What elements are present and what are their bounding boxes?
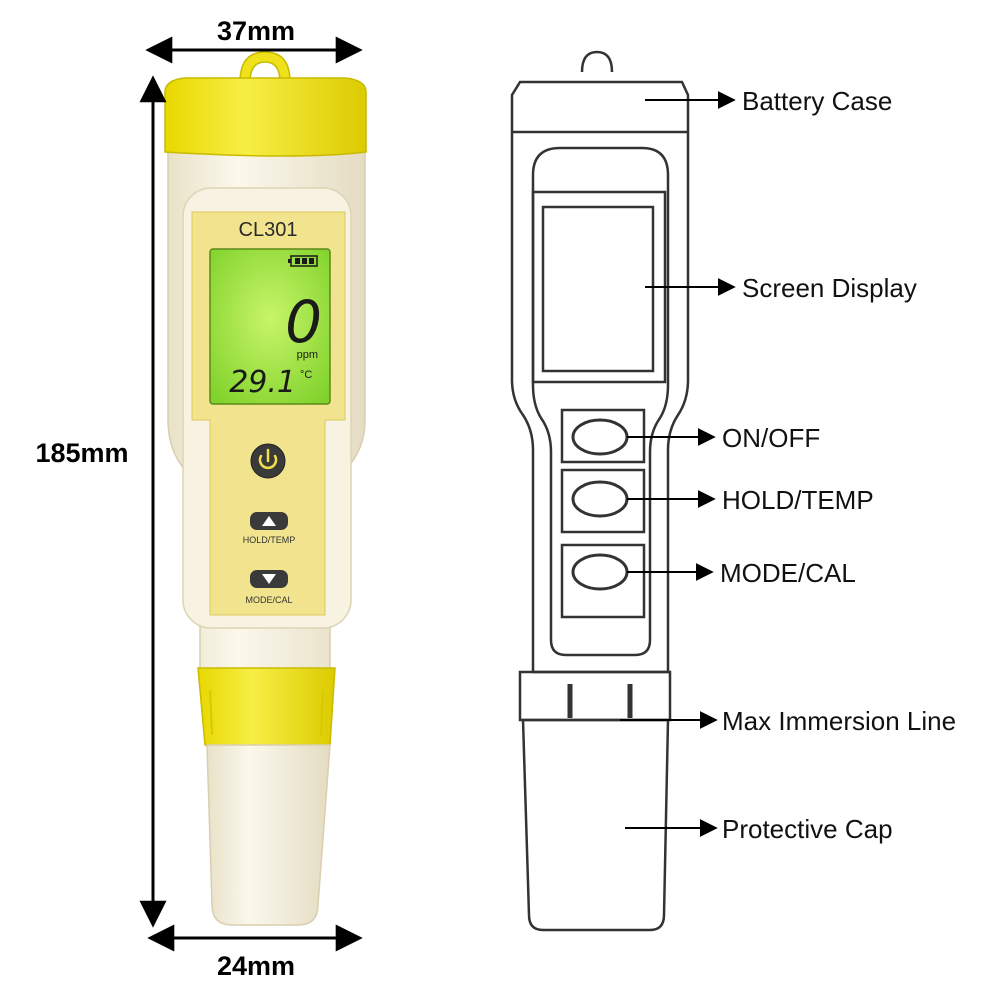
triangle-up-icon [262, 516, 276, 526]
model-label: CL301 [239, 219, 298, 241]
outline-loop [580, 50, 614, 73]
outline-button-hold-temp[interactable] [571, 480, 629, 518]
callout-hold-temp-label: HOLD/TEMP [722, 485, 874, 515]
outline-inner-panel [531, 146, 670, 657]
callout-on-off-label: ON/OFF [722, 423, 820, 453]
triangle-down-icon [262, 574, 276, 584]
lcd-screen [209, 248, 331, 405]
power-icon [258, 448, 278, 470]
outline-collar [518, 670, 672, 722]
callout-hold-temp: HOLD/TEMP [627, 485, 874, 515]
outline-protective-cap [521, 718, 670, 932]
callout-mode-cal-label: MODE/CAL [720, 558, 856, 588]
dimension-bottom-width: 24mm [147, 924, 363, 981]
outline-button-box-3 [560, 543, 646, 619]
callout-max-immersion-line-label: Max Immersion Line [722, 706, 956, 736]
outline-screen [541, 205, 655, 373]
callout-protective-cap-label: Protective Cap [722, 814, 893, 844]
battery-icon [288, 255, 318, 267]
protective-cap [206, 744, 331, 926]
callout-max-immersion-line: Max Immersion Line [620, 706, 956, 736]
meter-photo: CL301 0 ppm 29.1 °C HOLD/TEMP [164, 51, 367, 926]
lcd-temperature: 29.1 [229, 365, 296, 400]
mode-cal-button[interactable] [250, 570, 288, 588]
callout-on-off: ON/OFF [627, 423, 820, 453]
callout-protective-cap: Protective Cap [625, 814, 893, 844]
outline-drawing [510, 50, 690, 932]
callouts: Battery Case Screen Display ON/OFF HOLD/… [620, 86, 956, 844]
dimension-bottom-width-label: 24mm [217, 951, 295, 981]
outline-screen-frame [531, 190, 667, 384]
power-button[interactable] [250, 443, 286, 479]
dimension-top-width: 37mm [145, 16, 363, 64]
meter-top-cap [164, 77, 367, 157]
hold-temp-button[interactable] [250, 512, 288, 530]
lcd-unit: ppm [297, 349, 318, 361]
callout-battery-case-label: Battery Case [742, 86, 892, 116]
outline-body [510, 80, 690, 674]
mode-cal-label: MODE/CAL [245, 595, 292, 605]
outline-button-box-2 [560, 468, 646, 534]
dimension-height: 185mm [35, 75, 167, 928]
callout-screen-display-label: Screen Display [742, 273, 917, 303]
callout-screen-display: Screen Display [645, 273, 917, 303]
lcd-temp-unit: °C [300, 369, 312, 381]
lcd-main-reading: 0 [285, 288, 322, 356]
dimension-height-label: 185mm [35, 438, 128, 468]
outline-button-on-off[interactable] [571, 418, 629, 456]
hold-temp-label: HOLD/TEMP [243, 535, 296, 545]
yellow-collar [197, 667, 336, 751]
callout-battery-case: Battery Case [645, 86, 892, 116]
dimension-top-width-label: 37mm [217, 16, 295, 46]
outline-button-mode-cal[interactable] [571, 553, 629, 591]
callout-mode-cal: MODE/CAL [627, 558, 856, 588]
